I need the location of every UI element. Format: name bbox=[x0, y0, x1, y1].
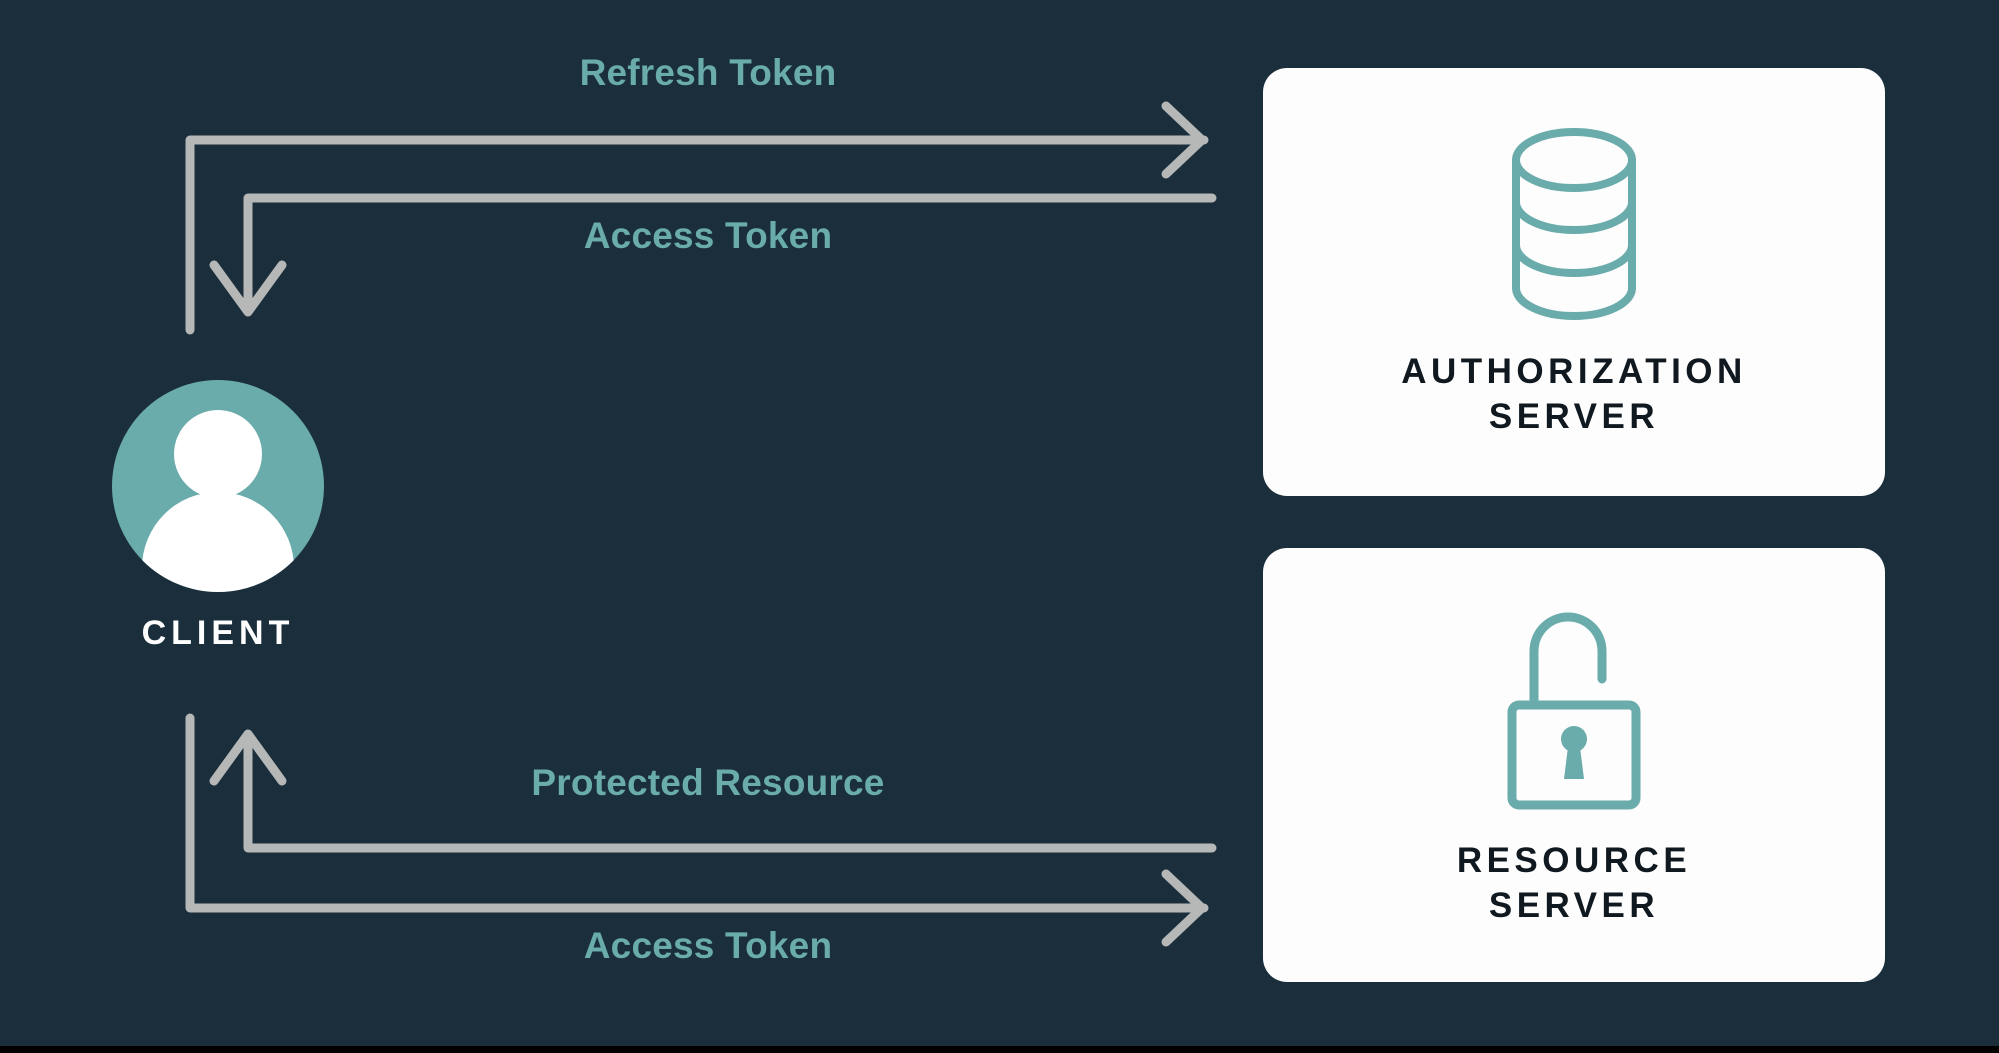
authorization-server-card[interactable]: AUTHORIZATION SERVER bbox=[1263, 68, 1885, 496]
flow-label-access-token-auth: Access Token bbox=[583, 215, 833, 256]
flow-label-refresh-token: Refresh Token bbox=[579, 52, 837, 93]
wire-access-token-resource bbox=[185, 713, 1209, 913]
client-label: CLIENT bbox=[141, 614, 295, 652]
bottom-letterbox-bar bbox=[0, 1046, 1999, 1053]
person-avatar-icon bbox=[112, 380, 324, 592]
resource-server-card[interactable]: RESOURCE SERVER bbox=[1263, 548, 1885, 982]
client-node[interactable]: CLIENT bbox=[112, 380, 324, 653]
open-padlock-icon bbox=[1507, 612, 1641, 810]
avatar-body-shape bbox=[142, 492, 294, 592]
avatar-head-shape bbox=[174, 410, 262, 498]
flow-label-protected-resource: Protected Resource bbox=[531, 762, 885, 803]
arrowhead-access-token-resource-right bbox=[1161, 869, 1207, 947]
authorization-server-title: AUTHORIZATION SERVER bbox=[1401, 352, 1747, 436]
database-stack-icon bbox=[1512, 128, 1636, 321]
arrowhead-protected-resource-up bbox=[209, 729, 287, 786]
resource-server-title: RESOURCE SERVER bbox=[1456, 841, 1692, 925]
keyhole-shape bbox=[1561, 726, 1587, 780]
flow-label-access-token-resource: Access Token bbox=[583, 925, 833, 966]
arrowhead-access-token-auth-down bbox=[209, 260, 287, 317]
arrowhead-refresh-token-right bbox=[1161, 101, 1207, 179]
